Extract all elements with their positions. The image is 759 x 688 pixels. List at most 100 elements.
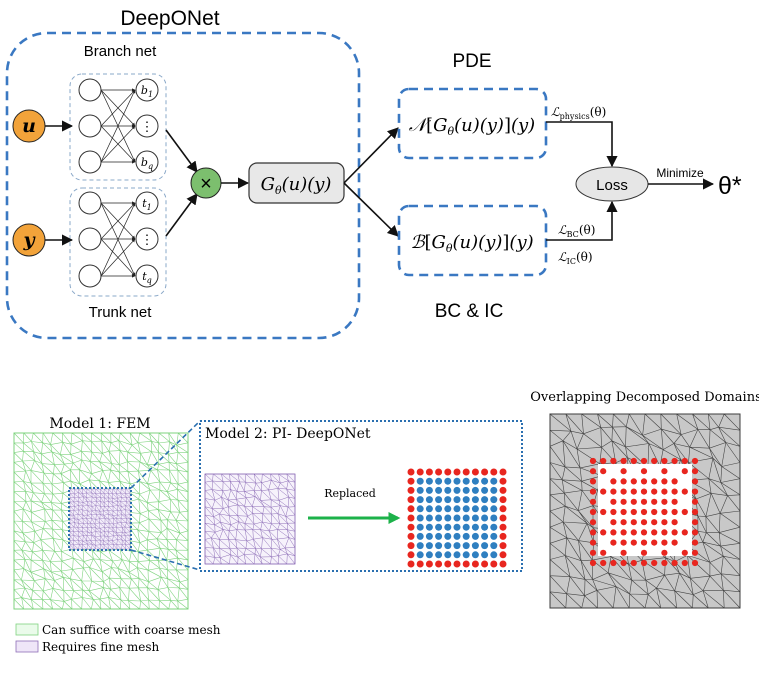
overlap-point <box>661 559 668 567</box>
net-connection <box>100 238 136 277</box>
overlap-point <box>671 488 678 495</box>
collocation-point <box>481 477 489 485</box>
overlap-point <box>640 539 648 546</box>
collocation-point <box>462 542 470 550</box>
overlap-point <box>589 478 597 485</box>
input-u-label: u <box>22 115 36 137</box>
collocation-point <box>416 551 424 559</box>
overlap-point <box>640 488 648 495</box>
overlap-point <box>600 559 607 567</box>
overlap-point <box>651 559 658 567</box>
collocation-point <box>481 486 489 494</box>
overlap-point <box>589 498 597 505</box>
overlap-point <box>630 478 637 485</box>
legend-fine-label: Requires fine mesh <box>42 640 159 654</box>
ic-loss-label: ℒIC(θ) <box>558 250 593 266</box>
overlap-point <box>589 519 597 526</box>
overlap-point <box>640 498 648 505</box>
collocation-point <box>416 532 424 540</box>
overlap-point <box>630 508 637 516</box>
branch-hidden-node <box>78 150 102 174</box>
overlap-point <box>661 478 668 485</box>
overlap-point <box>691 488 699 495</box>
collocation-point <box>481 514 489 522</box>
overlap-title: Overlapping Decomposed Domains <box>530 390 759 405</box>
collocation-point <box>490 486 498 494</box>
overlap-point <box>630 539 637 546</box>
overlap-point <box>661 457 668 465</box>
overlap-point <box>600 457 607 465</box>
loss-label: Loss <box>596 177 628 194</box>
overlap-point <box>671 539 678 546</box>
overlap-point <box>661 498 668 505</box>
arrow-operator-to-pde <box>343 127 399 184</box>
collocation-point <box>444 532 452 540</box>
collocation-point <box>462 486 470 494</box>
boundary-point <box>407 542 415 550</box>
mesh-edges <box>204 473 296 565</box>
collocation-point <box>490 532 498 540</box>
boundary-point <box>499 532 507 540</box>
trunk-output-node <box>135 227 159 251</box>
collocation-point <box>444 505 452 513</box>
overlap-point <box>681 488 688 495</box>
collocation-point <box>453 542 461 550</box>
overlap-point <box>620 549 627 556</box>
collocation-point <box>435 477 443 485</box>
legend-coarse-swatch <box>15 623 39 636</box>
collocation-point <box>471 477 479 485</box>
boundary-point <box>499 505 507 513</box>
overlap-point <box>589 468 597 475</box>
branch-output-bq: bq <box>141 156 153 171</box>
collocation-point <box>453 523 461 531</box>
collocation-point <box>471 551 479 559</box>
overlap-point <box>630 488 637 495</box>
collocation-point <box>490 542 498 550</box>
boundary-point <box>481 560 489 568</box>
trunk-net-box <box>69 187 167 297</box>
collocation-point <box>453 532 461 540</box>
collocation-point <box>490 551 498 559</box>
overlap-point <box>640 508 648 516</box>
overlap-point <box>671 519 678 526</box>
overlap-point <box>589 508 597 516</box>
boundary-point <box>499 560 507 568</box>
boundary-point <box>499 468 507 476</box>
collocation-point <box>444 514 452 522</box>
overlap-point <box>600 508 607 516</box>
collocation-point <box>416 514 424 522</box>
overlap-point <box>630 559 637 567</box>
collocation-point <box>481 496 489 504</box>
arrow-bc-to-loss <box>546 200 618 241</box>
boundary-point <box>499 542 507 550</box>
overlap-point <box>610 519 617 526</box>
fem-fine-mesh-lines <box>69 488 131 550</box>
boundary-point <box>407 551 415 559</box>
bc-residual-label: ℬ[Gθ(u)(y)](y) <box>410 232 533 255</box>
overlap-point <box>620 539 627 546</box>
overlap-point <box>640 457 648 465</box>
branch-net-connections <box>100 88 136 164</box>
collocation-point <box>416 505 424 513</box>
input-y-label: y <box>22 229 36 251</box>
collocation-point <box>471 514 479 522</box>
overlap-point <box>640 559 648 567</box>
overlap-point <box>610 498 617 505</box>
overlap-point <box>589 488 597 495</box>
overlap-point <box>610 559 617 567</box>
boundary-point <box>453 468 461 476</box>
overlap-point <box>640 478 648 485</box>
input-u-node <box>12 109 46 143</box>
overlap-point <box>691 468 699 475</box>
pde-residual-label: 𝒩[Gθ(u)(y)](y) <box>409 115 535 138</box>
overlap-point <box>671 457 678 465</box>
trunk-net-label: Trunk net <box>89 304 153 321</box>
boundary-point <box>490 468 498 476</box>
trunk-output-dots: ⋮ <box>141 233 154 248</box>
pde-title: PDE <box>452 51 491 72</box>
collocation-point <box>435 496 443 504</box>
overlap-point <box>620 508 627 516</box>
collocation-point <box>435 505 443 513</box>
boundary-point <box>499 551 507 559</box>
boundary-point <box>407 496 415 504</box>
